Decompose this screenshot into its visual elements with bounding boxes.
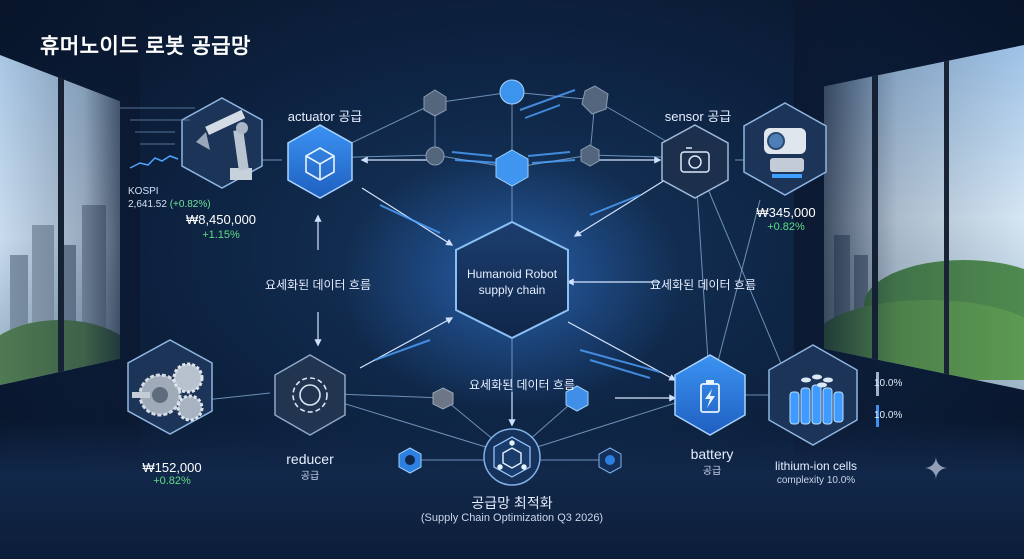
page-title: 휴머노이드 로봇 공급망 <box>40 35 251 58</box>
actuator-label: actuator 공급 <box>287 109 363 124</box>
network-node-circle <box>425 146 445 166</box>
legend-bar <box>876 405 879 427</box>
network-node-hex <box>565 385 589 412</box>
sensor-price: ₩345,000 <box>756 205 816 220</box>
reducer-price: ₩152,000 <box>142 460 202 475</box>
center-label-line2: supply chain <box>478 283 546 297</box>
flow-label-right: 요세화된 데이터 흐름 <box>649 278 757 292</box>
sensor-hexagon <box>661 124 729 199</box>
cube-icon <box>305 147 335 181</box>
camera-image <box>743 102 827 196</box>
center-label-line1: Humanoid Robot <box>466 267 558 281</box>
flow-label-bottom: 요세화된 데이터 흐름 <box>468 378 576 392</box>
gears-image <box>127 339 213 435</box>
data-streaks <box>374 89 661 379</box>
flow-label-left: 요세화된 데이터 흐름 <box>264 278 372 292</box>
gear-icon <box>292 377 328 413</box>
actuator-change: +1.15% <box>202 229 240 241</box>
center-hexagon <box>455 220 569 340</box>
camera-icon <box>680 147 710 173</box>
reducer-label: reducer <box>286 451 334 467</box>
battery-cells-image <box>768 344 858 446</box>
cells-sub: complexity 10.0% <box>776 475 856 486</box>
battery-label: battery <box>690 446 734 462</box>
actuator-price: ₩8,450,000 <box>185 212 257 227</box>
network-node-polygon <box>581 85 609 115</box>
network-node-circle <box>499 79 525 105</box>
sensor-change: +0.82% <box>767 221 805 233</box>
sparkle-icon: ✦ <box>923 453 949 486</box>
kospi-name: KOSPI <box>128 186 159 197</box>
cells-label: lithium-ion cells <box>774 459 858 473</box>
optimization-sub: (Supply Chain Optimization Q3 2026) <box>420 512 604 524</box>
network-node-hex <box>580 144 600 167</box>
reducer-sub: 공급 <box>300 471 320 482</box>
kospi-change: (+0.82%) <box>169 199 211 210</box>
kospi-value-row: 2,641.52 (+0.82%) <box>128 198 211 211</box>
reducer-hexagon <box>274 354 346 436</box>
legend-item-1: 10.0% <box>874 378 903 389</box>
network-node-hex <box>423 89 447 117</box>
legend-item-2: 10.0% <box>874 410 903 421</box>
network-node-cube <box>495 149 529 187</box>
network-node-hex <box>432 387 454 410</box>
kospi-ticker: KOSPI 2,641.52 (+0.82%) <box>128 185 211 211</box>
battery-sub: 공급 <box>702 466 722 477</box>
kospi-sparkline <box>120 107 195 169</box>
sensor-label: sensor 공급 <box>664 109 732 124</box>
reducer-change: +0.82% <box>153 475 191 487</box>
optimization-label: 공급망 최적화 <box>471 495 553 511</box>
battery-icon <box>700 380 720 413</box>
kospi-value: 2,641.52 <box>128 199 167 210</box>
actuator-hexagon <box>287 124 353 199</box>
legend-bar <box>876 372 879 396</box>
network-cube-icon <box>497 440 527 470</box>
robot-arm-image <box>181 97 263 189</box>
